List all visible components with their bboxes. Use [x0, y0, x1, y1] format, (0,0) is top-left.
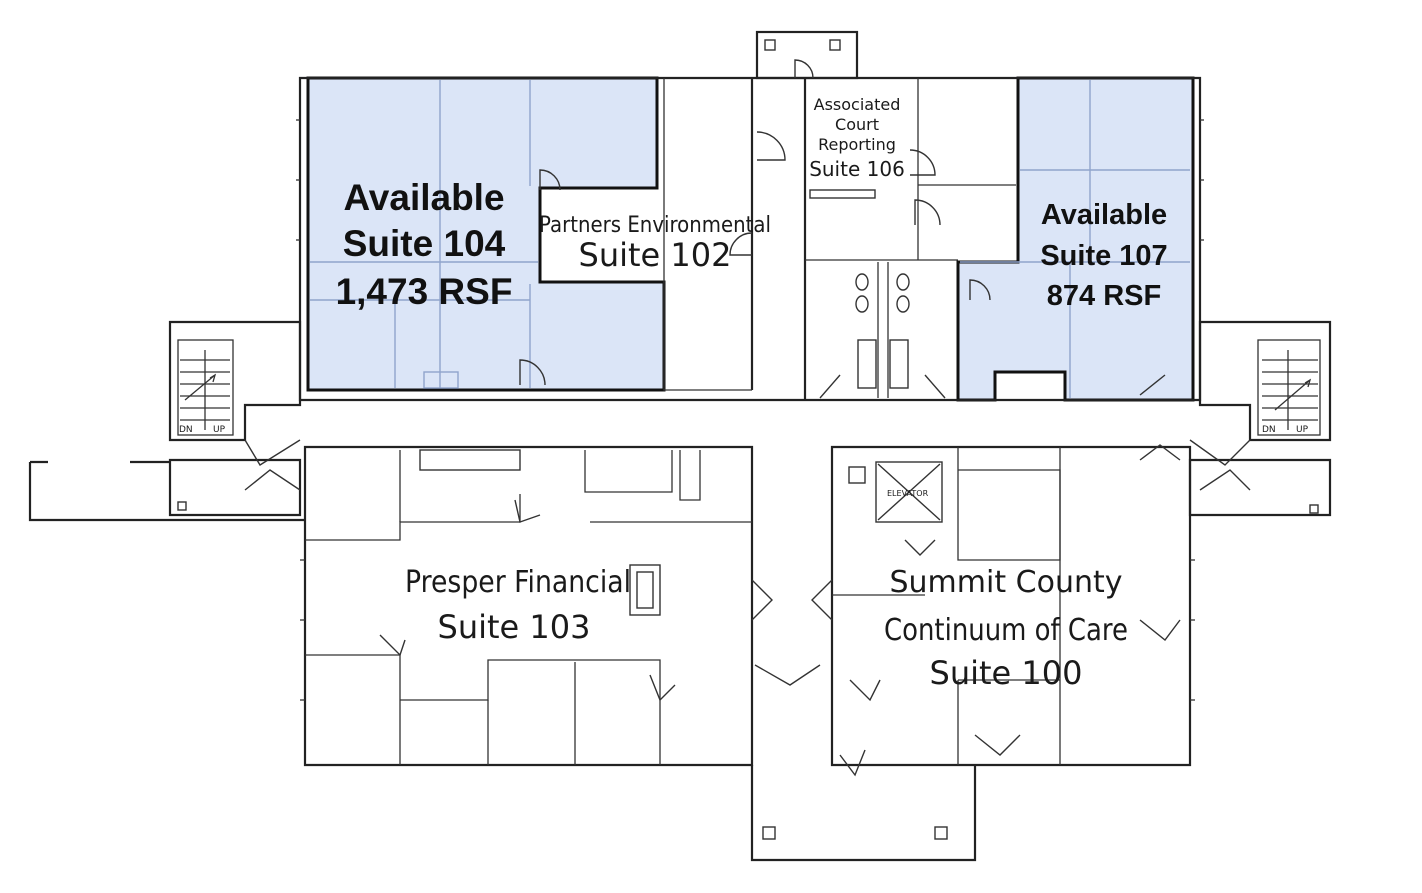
suite-107-area-size: 874 RSF [1047, 280, 1161, 312]
suite-103-label: Presper Financial Suite 103 [405, 565, 631, 646]
suite-107-area[interactable] [956, 76, 1195, 402]
suite-107-number: Suite 107 [1040, 240, 1167, 272]
suite-106-tenant-line2: Court [835, 115, 879, 134]
suite-104-number: Suite 104 [343, 223, 506, 264]
suite-106-number: Suite 106 [809, 157, 905, 181]
suite-103-number: Suite 103 [438, 608, 591, 646]
suite-107-label: Available Suite 107 874 RSF [1040, 199, 1167, 312]
suite-104-area[interactable] [306, 76, 666, 392]
west-stair [180, 359, 230, 421]
suite-100-number: Suite 100 [930, 654, 1083, 692]
west-stair-up-label: UP [213, 425, 226, 435]
suite-104-label: Available Suite 104 1,473 RSF [336, 177, 513, 312]
door-swings [244, 59, 1251, 777]
east-stair-up-label: UP [1296, 425, 1309, 435]
suite-100-tenant-line2: Continuum of Care [884, 613, 1128, 648]
suite-106-label: Associated Court Reporting Suite 106 [809, 95, 905, 181]
suite-102-number: Suite 102 [579, 236, 732, 274]
elevator-label: ELEVATOR [887, 489, 929, 498]
suite-107-status: Available [1041, 199, 1167, 231]
suite-102-label: Partners Environmental Suite 102 [539, 213, 771, 274]
suite-103-tenant: Presper Financial [405, 565, 631, 600]
east-stair-dn-label: DN [1262, 425, 1276, 435]
suite-106-tenant-line1: Associated [814, 95, 901, 114]
suite-100-tenant-line1: Summit County [890, 565, 1123, 600]
suite-100-label: Summit County Continuum of Care Suite 10… [884, 565, 1128, 692]
suite-104-status: Available [343, 177, 504, 218]
building-walls [28, 30, 1332, 862]
east-stair [1262, 359, 1318, 421]
west-stair-dn-label: DN [179, 425, 193, 435]
suite-102-tenant: Partners Environmental [539, 213, 771, 238]
suite-104-area-size: 1,473 RSF [336, 271, 513, 312]
suite-106-tenant-line3: Reporting [818, 135, 896, 154]
